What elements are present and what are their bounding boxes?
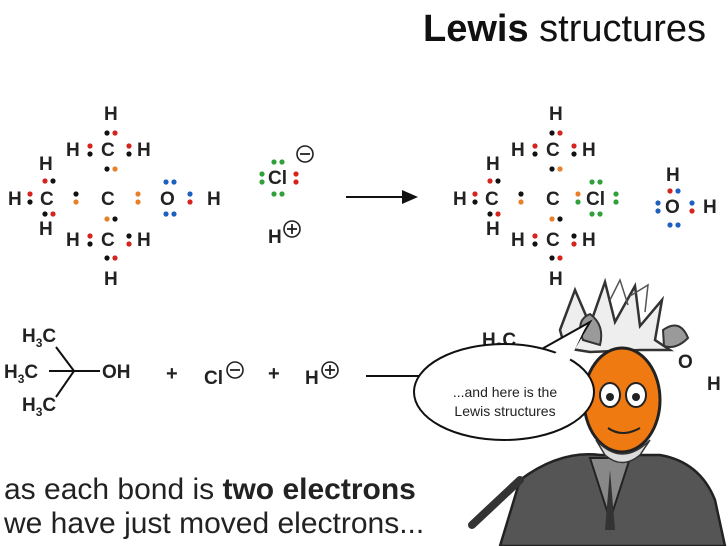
caption-line-1: as each bond is two electrons xyxy=(4,473,416,507)
atom-c-top: C xyxy=(101,140,115,161)
plus-charge-icon xyxy=(321,361,339,379)
water-molecule: H O H xyxy=(655,165,717,228)
proton: H xyxy=(268,220,301,248)
bubble-line-2: Lewis structures xyxy=(454,403,556,419)
chloride-ion: Cl xyxy=(259,145,314,197)
atom-h-far-left: H xyxy=(8,189,22,210)
atom-h-water-top: H xyxy=(666,165,680,186)
title-bold: Lewis xyxy=(423,8,529,50)
atom-o-left: O xyxy=(160,189,175,210)
atom-h-lr: H xyxy=(137,230,151,251)
atom-c-left: C xyxy=(40,189,54,210)
caption-line-2: we have just moved electrons... xyxy=(4,507,425,540)
bubble-line-1: ...and here is the xyxy=(452,384,558,400)
atom-cl-r: Cl xyxy=(586,189,605,210)
atom-c-top-r: C xyxy=(546,140,560,161)
atom-c-left-r: C xyxy=(485,189,499,210)
minus-charge-icon xyxy=(296,145,314,163)
slide-title: Lewis structures xyxy=(423,8,706,51)
atom-h-water-right: H xyxy=(703,197,717,218)
speech-bubble xyxy=(413,319,595,441)
h-product: H xyxy=(707,374,721,395)
atom-h-proton: H xyxy=(268,227,282,248)
atom-h-left-top-r: H xyxy=(486,154,500,175)
minus-charge-icon xyxy=(226,361,244,379)
atom-c-bottom: C xyxy=(101,230,115,251)
title-rest: structures xyxy=(528,8,706,50)
caption-line-1-bold: two electrons xyxy=(222,473,416,506)
atom-h-left-bottom-r: H xyxy=(486,219,500,240)
atom-h-left-bottom: H xyxy=(39,219,53,240)
atom-c-bottom-r: C xyxy=(546,230,560,251)
atom-h-ul-r: H xyxy=(511,140,525,161)
atom-cl-ion: Cl xyxy=(268,168,287,189)
h3c-bottom: H3C xyxy=(22,395,56,419)
atom-h-ul: H xyxy=(66,140,80,161)
atom-h-left-top: H xyxy=(39,154,53,175)
atom-h-ll: H xyxy=(66,230,80,251)
reaction-arrow-icon xyxy=(346,190,418,204)
atom-c-center: C xyxy=(101,189,115,210)
oh-group: OH xyxy=(102,362,131,383)
atom-o-water: O xyxy=(665,197,680,218)
plus-charge-icon xyxy=(283,220,301,238)
atom-h-ur-r: H xyxy=(582,140,596,161)
professor-mascot-icon xyxy=(468,277,727,546)
atom-h-on-o: H xyxy=(207,189,221,210)
chloride-bottom: Cl xyxy=(204,368,223,389)
atom-h-bottom: H xyxy=(104,269,118,290)
atom-h-ur: H xyxy=(137,140,151,161)
right-structure: H H C H H H C C Cl H H C H H xyxy=(453,104,619,290)
atom-h-top: H xyxy=(104,104,118,125)
plus-sign-1: + xyxy=(166,363,178,385)
atom-h-bottom-r: H xyxy=(549,269,563,290)
atom-h-lr-r: H xyxy=(582,230,596,251)
speech-bubble-text: ...and here is the Lewis structures xyxy=(430,383,580,421)
caption-line-1-pre: as each bond is xyxy=(4,473,223,506)
atom-h-far-left-r: H xyxy=(453,189,467,210)
h3c-top: H3C xyxy=(22,326,56,350)
atom-c-center-r: C xyxy=(546,189,560,210)
atom-h-top-r: H xyxy=(549,104,563,125)
o-product: O xyxy=(678,352,693,373)
plus-sign-2: + xyxy=(268,363,280,385)
h3c-left: H3C xyxy=(4,362,38,386)
atom-h-ll-r: H xyxy=(511,230,525,251)
left-structure: H H C H H H C C O H H H C H H xyxy=(8,104,221,290)
proton-bottom: H xyxy=(305,368,319,389)
